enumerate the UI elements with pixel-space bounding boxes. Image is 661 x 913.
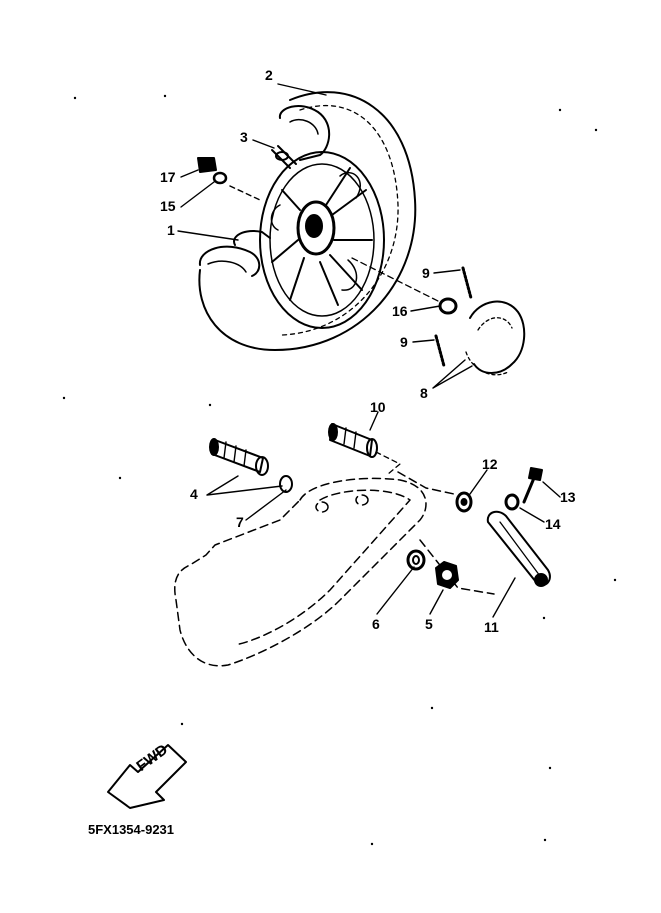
brake-parts [351,257,526,376]
drawing-code: 5FX1354-9231 [88,822,175,837]
callout-9-upper: 9 [422,265,430,281]
wheel-rim [233,151,385,329]
callout-15: 15 [160,198,176,214]
scan-specks [62,94,617,846]
hub-fasteners [406,467,551,589]
callout-16: 16 [392,303,408,319]
tire [198,91,417,351]
callout-9-lower: 9 [400,334,408,350]
callout-3: 3 [240,129,248,145]
callout-14: 14 [545,516,561,532]
callout-11: 11 [484,619,499,635]
callout-17: 17 [160,169,176,185]
callout-8: 8 [420,385,428,401]
callout-6: 6 [372,616,380,632]
leader-lines [177,83,561,618]
valve-and-fasteners [197,145,297,201]
transmission-case [174,471,495,667]
callout-13: 13 [560,489,576,505]
callout-10: 10 [370,399,386,415]
axle-assembly [209,423,401,493]
callout-4: 4 [190,486,198,502]
callout-2: 2 [265,67,273,83]
callout-1: 1 [167,222,175,238]
callout-12: 12 [482,456,498,472]
callout-7: 7 [236,514,244,530]
callout-5: 5 [425,616,433,632]
fwd-arrow-icon [107,744,187,809]
